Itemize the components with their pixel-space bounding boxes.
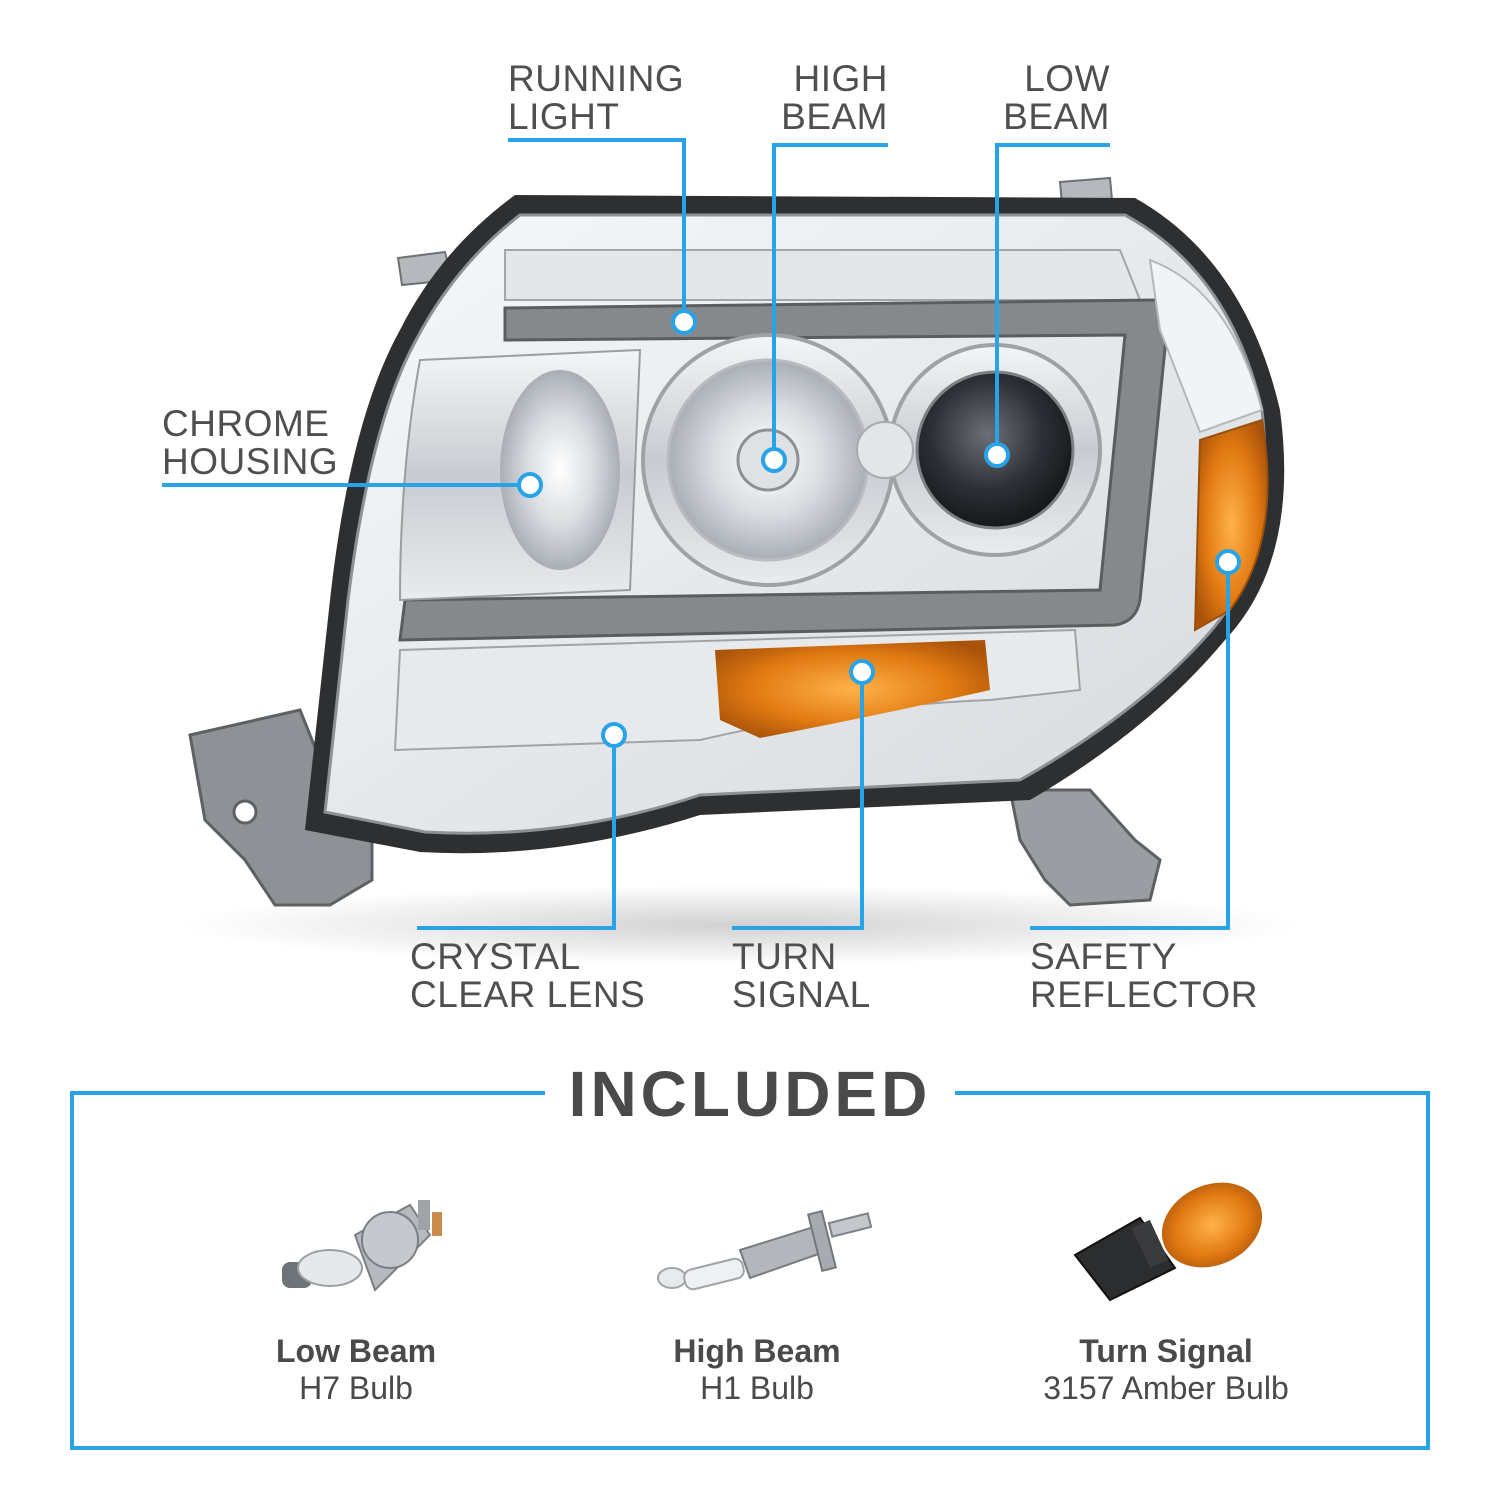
callout-high-beam: HIGH BEAM xyxy=(740,60,888,136)
callout-line-2: REFLECTOR xyxy=(1030,974,1258,1015)
leader-crystal-lens xyxy=(417,735,616,930)
callout-crystal-clear-lens: CRYSTAL CLEAR LENS xyxy=(410,938,645,1014)
callout-line-1: LOW xyxy=(1024,58,1110,99)
dot-safety-reflector xyxy=(1215,549,1241,575)
leader-high-beam xyxy=(772,143,888,460)
bulb-name: Turn Signal xyxy=(1079,1333,1253,1369)
bulb-name: High Beam xyxy=(673,1333,841,1369)
leader-safety-reflector xyxy=(1030,562,1230,930)
callout-line-1: TURN xyxy=(732,936,837,977)
bulb-caption-turn-signal: Turn Signal 3157 Amber Bulb xyxy=(996,1333,1336,1407)
callout-line-2: CLEAR LENS xyxy=(410,974,646,1015)
callout-low-beam: LOW BEAM xyxy=(960,60,1110,136)
bulb-spec: 3157 Amber Bulb xyxy=(1043,1370,1289,1406)
dot-chrome-housing xyxy=(517,472,543,498)
leader-running-light xyxy=(508,138,686,322)
callout-line-2: BEAM xyxy=(781,96,888,137)
callout-line-2: BEAM xyxy=(1003,96,1110,137)
dot-turn-signal xyxy=(849,659,875,685)
bulb-spec: H1 Bulb xyxy=(700,1370,814,1406)
side-clear-corner xyxy=(1148,258,1264,434)
upper-chrome-band xyxy=(504,249,1142,301)
bulb-caption-low-beam: Low Beam H7 Bulb xyxy=(186,1333,526,1407)
h7-bulb-icon xyxy=(282,1200,442,1292)
callout-chrome-housing: CHROME HOUSING xyxy=(162,405,338,481)
dot-crystal-lens xyxy=(601,722,627,748)
callout-running-light: RUNNING LIGHT xyxy=(508,60,684,136)
h1-bulb-icon xyxy=(657,1209,873,1291)
bulb-name: Low Beam xyxy=(275,1333,437,1369)
callout-line-1: HIGH xyxy=(793,58,888,99)
callout-line-2: HOUSING xyxy=(162,441,339,482)
right-mounting-bracket xyxy=(1008,788,1162,907)
bulb-spec: H7 Bulb xyxy=(299,1370,413,1406)
projector-small-ring xyxy=(856,421,914,479)
callout-line-1: RUNNING xyxy=(508,58,685,99)
callout-line-1: SAFETY xyxy=(1030,936,1177,977)
leader-lines xyxy=(162,138,1230,930)
floor-shadow xyxy=(180,885,1300,965)
callout-line-2: SIGNAL xyxy=(732,974,871,1015)
included-title: INCLUDED xyxy=(548,1058,952,1130)
3157-amber-bulb-icon xyxy=(1073,1182,1263,1302)
chrome-reflector xyxy=(500,370,620,570)
dot-high-beam xyxy=(761,447,787,473)
callout-line-1: CHROME xyxy=(162,403,330,444)
dot-low-beam xyxy=(984,442,1010,468)
bracket-hole xyxy=(232,799,258,825)
included-frame xyxy=(70,1091,1430,1450)
side-amber-reflector xyxy=(1193,418,1269,632)
left-mounting-bracket xyxy=(188,708,374,907)
leader-turn-signal xyxy=(732,672,864,930)
callout-line-2: LIGHT xyxy=(508,96,620,137)
headlight-assembly xyxy=(188,176,1285,907)
leader-low-beam xyxy=(995,143,1110,455)
bulb-caption-high-beam: High Beam H1 Bulb xyxy=(587,1333,927,1407)
callout-line-1: CRYSTAL xyxy=(410,936,581,977)
callout-dots xyxy=(517,309,1241,748)
callout-turn-signal: TURN SIGNAL xyxy=(732,938,871,1014)
callout-safety-reflector: SAFETY REFLECTOR xyxy=(1030,938,1258,1014)
turn-signal-amber xyxy=(715,640,990,738)
dot-running-light xyxy=(671,309,697,335)
